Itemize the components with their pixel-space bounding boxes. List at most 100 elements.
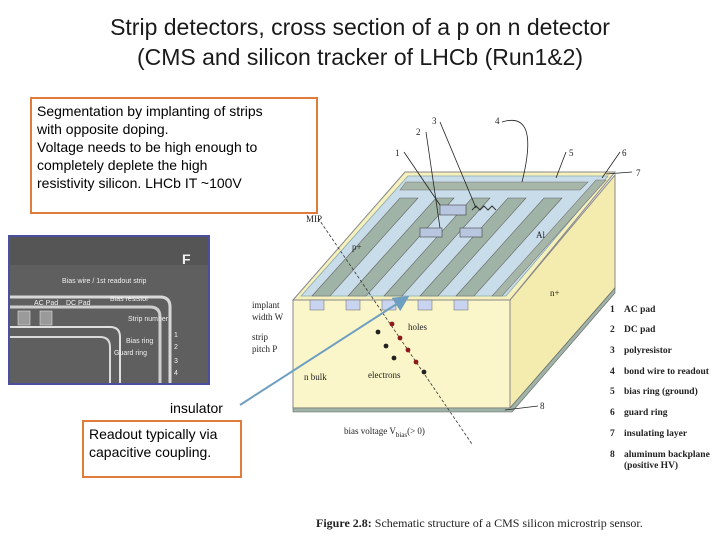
- strip: [311, 197, 419, 297]
- title-line-2: (CMS and silicon tracker of LHCb (Run1&2…: [136, 44, 584, 70]
- ac-pad: [439, 204, 467, 216]
- photo-dc-pad: [39, 310, 53, 326]
- legend-num-4: 4: [610, 367, 615, 377]
- hole-dot: [397, 335, 403, 341]
- legend-text-3: polyresistor: [624, 346, 673, 356]
- aluminum-backplane: [292, 287, 616, 413]
- diagram-legend: 1 AC pad 2 DC pad 3 polyresistor 4 bond …: [610, 305, 710, 471]
- electron-dot: [421, 369, 427, 375]
- label-implant-width-2: width W: [252, 312, 284, 322]
- diagram-num-5: 5: [569, 148, 574, 158]
- label-implant-width-1: implant: [252, 300, 280, 310]
- photo-guard-ring: [10, 305, 162, 383]
- hole-dot: [389, 321, 395, 327]
- callout-top-line: completely deplete the high: [37, 157, 208, 173]
- hole-dot: [413, 359, 419, 365]
- legend-text-8: aluminum backplane: [624, 450, 710, 460]
- diagram-num-7: 7: [636, 168, 641, 178]
- leader-line-2: [425, 131, 441, 229]
- photo-strip-edge: [10, 326, 121, 383]
- callout-bottom-line: Readout typically via: [89, 426, 218, 442]
- callout-top-line: with opposite doping.: [37, 121, 169, 137]
- polyresistor: [471, 205, 497, 211]
- implant: [309, 299, 325, 311]
- photo-bias-ring: [10, 295, 172, 383]
- photo-label-top: Bias wire / 1st readout strip: [62, 278, 147, 285]
- legend-text-6: guard ring: [624, 408, 668, 418]
- sensor-schematic: 1 2 3 4 5 6 7 8 MIP p+ Al n+ implant wid…: [252, 116, 710, 471]
- legend-num-3: 3: [610, 346, 615, 356]
- figure-caption: Figure 2.8: Schematic structure of a CMS…: [316, 516, 643, 531]
- electron-dot: [383, 343, 389, 349]
- legend-text-5: bias ring (ground): [624, 386, 698, 397]
- slide-title: Strip detectors, cross section of a p on…: [0, 12, 720, 72]
- strip: [347, 197, 455, 297]
- charge-carriers: [375, 321, 427, 375]
- electron-dot: [375, 329, 381, 335]
- label-al: Al: [536, 230, 545, 240]
- legend-num-2: 2: [610, 325, 615, 335]
- label-bias-voltage: bias voltage Vbias(> 0): [344, 426, 425, 439]
- leader-line-8: [504, 405, 539, 411]
- sensor-photo: F Bias wire / 1st readout strip AC Pad D…: [8, 235, 210, 385]
- insulator-arrow-line: [239, 295, 410, 406]
- bias-voltage-gt: (> 0): [407, 426, 425, 436]
- label-electrons: electrons: [368, 370, 401, 380]
- photo-label-guardring: Guard ring: [114, 350, 147, 357]
- bias-ring: [399, 181, 589, 191]
- diagram-num-3: 3: [432, 116, 437, 126]
- legend-text-1: AC pad: [624, 305, 656, 315]
- dc-pad: [459, 227, 483, 238]
- legend-text-7: insulating layer: [624, 429, 688, 439]
- callout-top-line: Segmentation by implanting of strips: [37, 103, 263, 119]
- callout-bottom-line: capacitive coupling.: [89, 444, 212, 460]
- sensor-photo-drawing: F Bias wire / 1st readout strip AC Pad D…: [10, 237, 208, 383]
- bias-voltage-main: bias voltage V: [344, 426, 396, 436]
- leader-line-3: [439, 121, 477, 209]
- label-holes: holes: [408, 322, 427, 332]
- photo-label-ac-pad: AC Pad: [34, 300, 58, 307]
- legend-text-2: DC pad: [624, 325, 656, 335]
- photo-num-4: 4: [174, 370, 178, 377]
- strip: [455, 197, 563, 297]
- leader-line-5: [555, 151, 567, 179]
- bias-voltage-sub: bias: [396, 431, 408, 439]
- legend-num-5: 5: [610, 387, 615, 397]
- callout-top-line: Voltage needs to be high enough to: [37, 139, 258, 155]
- diagram-num-1: 1: [395, 148, 400, 158]
- implant: [345, 299, 361, 311]
- implant: [453, 299, 469, 311]
- readout-callout: Readout typically via capacitive couplin…: [82, 420, 242, 478]
- diagram-num-4: 4: [495, 116, 500, 126]
- guard-ring: [491, 179, 607, 297]
- implant: [417, 299, 433, 311]
- diagram-num-2: 2: [416, 127, 421, 137]
- legend-num-8: 8: [610, 450, 615, 460]
- label-strip-pitch-1: strip: [252, 332, 269, 342]
- photo-strip-edge-2: [10, 336, 111, 383]
- strips-group: [311, 197, 563, 297]
- legend-text-9: (positive HV): [624, 460, 678, 471]
- photo-label-biasresistor: Bias resistor: [110, 296, 149, 303]
- callout-top-line: resistivity silicon. LHCb IT ~100V: [37, 175, 242, 191]
- caption-bold: Figure 2.8:: [316, 516, 372, 530]
- diagram-num-8: 8: [540, 401, 545, 411]
- photo-num-3: 3: [174, 358, 178, 365]
- legend-num-6: 6: [610, 408, 615, 418]
- bond-wire: [501, 120, 529, 183]
- insulator-label: insulator: [170, 400, 223, 416]
- hole-dot: [405, 347, 411, 353]
- segmentation-callout: Segmentation by implanting of strips wit…: [30, 97, 318, 214]
- photo-label-biasring: Bias ring: [126, 338, 153, 345]
- label-n-plus: n+: [550, 288, 560, 298]
- label-n-bulk: n bulk: [304, 372, 327, 382]
- photo-label-dc-pad: DC Pad: [66, 300, 91, 307]
- leader-line-6: [601, 151, 621, 179]
- photo-ac-pad: [17, 310, 31, 326]
- diagram-num-6: 6: [622, 148, 627, 158]
- mip-track: [317, 217, 473, 445]
- caption-text: Schematic structure of a CMS silicon mic…: [374, 516, 643, 530]
- leader-line-7: [605, 171, 633, 175]
- leader-lines: [403, 120, 633, 411]
